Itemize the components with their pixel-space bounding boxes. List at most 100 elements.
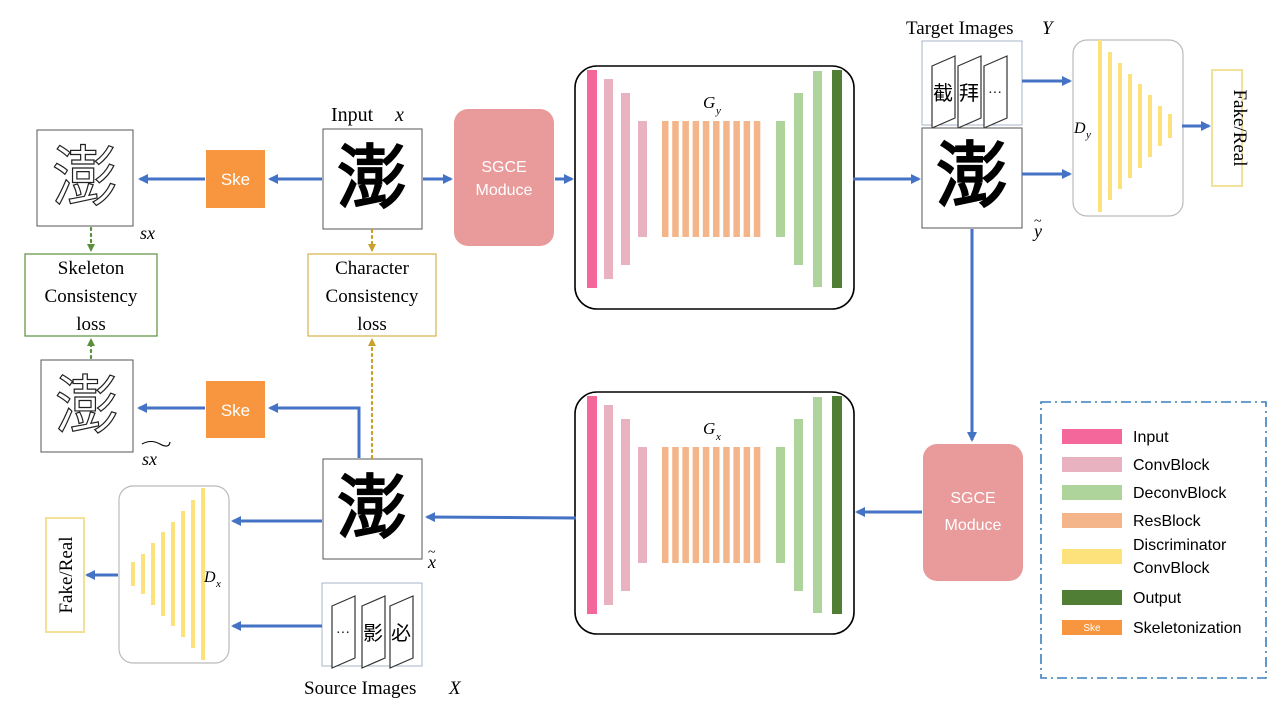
legend-chip-text: Ske <box>1083 623 1101 634</box>
target-char-1: 截 <box>933 81 953 105</box>
res-block-bar <box>753 447 761 563</box>
conv-block-bar <box>604 405 613 605</box>
discriminator-conv-bar <box>1098 40 1102 212</box>
deconv-block-bar <box>794 419 803 591</box>
generated-image-y: 澎 <box>921 127 1023 229</box>
res-block-bar <box>702 447 710 563</box>
deconv-block-bar <box>776 447 785 563</box>
res-block-bar <box>743 447 751 563</box>
input-image: 澎 <box>322 128 423 230</box>
target-images-stack: 截 拜 ··· <box>921 40 1023 129</box>
legend-label: ConvBlock <box>1133 560 1210 577</box>
legend-label: DeconvBlock <box>1133 485 1227 502</box>
input-var-label: x <box>394 104 404 126</box>
x-tilde-label: x <box>427 552 436 572</box>
consistency-arrows <box>87 226 376 460</box>
res-block-bar <box>682 447 689 563</box>
source-images-stack: ··· 影 必 <box>321 582 423 669</box>
legend: InputConvBlockDeconvBlockResBlockDiscrim… <box>1040 401 1267 679</box>
discriminator-conv-bar <box>1118 63 1122 189</box>
discriminator-conv-bar <box>1158 106 1162 146</box>
legend-swatch-discriminator <box>1062 549 1122 564</box>
gy-label: G <box>703 93 715 112</box>
discriminator-conv-bar <box>1148 95 1152 157</box>
fake-real-bottom: Fake/Real <box>45 517 85 633</box>
sx-label: sx <box>140 223 155 243</box>
discriminator-conv-bar <box>1168 114 1172 138</box>
legend-swatch-output <box>1062 590 1122 605</box>
discriminator-conv-bar <box>191 500 195 648</box>
source-char-3: 必 <box>391 621 411 645</box>
sgce-module-top: SGCE Moduce <box>454 109 554 246</box>
legend-label: Discriminator <box>1133 537 1227 554</box>
res-block-bar <box>692 121 700 237</box>
deconv-block-bar <box>776 121 785 237</box>
sgce-module-bottom: SGCE Moduce <box>923 444 1023 581</box>
skeleton-char: 澎 <box>52 139 118 216</box>
gx-label: G <box>703 419 715 438</box>
sx-tilde-mark <box>141 440 171 447</box>
discriminator-conv-bar <box>1108 52 1112 200</box>
discriminator-conv-bar <box>161 532 165 616</box>
input-layer-bar <box>587 70 597 288</box>
res-block-bar <box>662 121 669 237</box>
arrow-gx-to-xtilde <box>425 512 577 523</box>
flow-arrows <box>85 76 1211 631</box>
res-block-bar <box>733 447 740 563</box>
discriminator-conv-bar <box>141 554 145 594</box>
fake-real-top-text: Fake/Real <box>1229 89 1250 166</box>
skeleton-image-sx-tilde: 澎 <box>40 359 134 453</box>
input-char: 澎 <box>337 136 407 219</box>
generated-y-char: 澎 <box>936 133 1008 218</box>
y-tilde-label: y <box>1032 221 1042 241</box>
res-block-bar <box>723 121 730 237</box>
input-layer-bar <box>587 396 597 614</box>
sx-tilde-label: sx <box>142 449 157 469</box>
res-block-bar <box>682 121 689 237</box>
skeleton-loss-line2: Consistency <box>45 286 138 307</box>
res-block-bar <box>753 121 761 237</box>
character-loss-line1: Character <box>335 258 410 279</box>
legend-label: ResBlock <box>1133 513 1202 530</box>
skeleton-image-sx: 澎 <box>36 129 134 227</box>
ske-block-bottom: Ske <box>206 381 265 438</box>
target-char-2: 拜 <box>959 81 979 105</box>
legend-swatch-resblock <box>1062 513 1122 528</box>
character-loss-line2: Consistency <box>326 286 419 307</box>
dy-sub-label: y <box>1085 129 1091 141</box>
skeleton-loss-line3: loss <box>76 314 106 335</box>
dx-label: D <box>203 569 216 586</box>
res-block-bar <box>723 447 730 563</box>
res-block-bar <box>702 121 710 237</box>
ske-block-top: Ske <box>206 150 265 208</box>
target-var-label: Y <box>1042 18 1055 39</box>
dy-label: D <box>1073 120 1086 137</box>
input-label: Input <box>331 104 374 126</box>
source-ellipsis: ··· <box>336 626 350 641</box>
conv-block-bar <box>621 419 630 591</box>
res-block-bar <box>672 447 679 563</box>
discriminator-conv-bar <box>201 488 205 660</box>
source-char-2: 影 <box>363 621 383 645</box>
target-ellipsis: ··· <box>988 86 1002 101</box>
res-block-bar <box>713 121 720 237</box>
conv-block-bar <box>638 447 647 563</box>
character-consistency-loss: Character Consistency loss <box>307 253 437 337</box>
legend-swatch-deconvblock <box>1062 485 1122 500</box>
legend-swatch-convblock <box>1062 457 1122 472</box>
skeleton-tilde-char: 澎 <box>55 370 119 444</box>
character-loss-line3: loss <box>357 314 387 335</box>
discriminator-dx: D x <box>118 485 230 664</box>
arrow-xtilde-to-ske <box>268 403 361 458</box>
fake-real-bottom-text: Fake/Real <box>56 536 77 613</box>
generator-gx: G x <box>574 391 855 635</box>
conv-block-bar <box>604 79 613 279</box>
res-block-bar <box>713 447 720 563</box>
res-block-bar <box>672 121 679 237</box>
deconv-block-bar <box>794 93 803 265</box>
output-layer-bar <box>832 70 842 288</box>
discriminator-conv-bar <box>1138 84 1142 168</box>
output-layer-bar <box>832 396 842 614</box>
sgce-top-line1: SGCE <box>481 159 526 176</box>
skeleton-consistency-loss: Skeleton Consistency loss <box>24 253 158 337</box>
